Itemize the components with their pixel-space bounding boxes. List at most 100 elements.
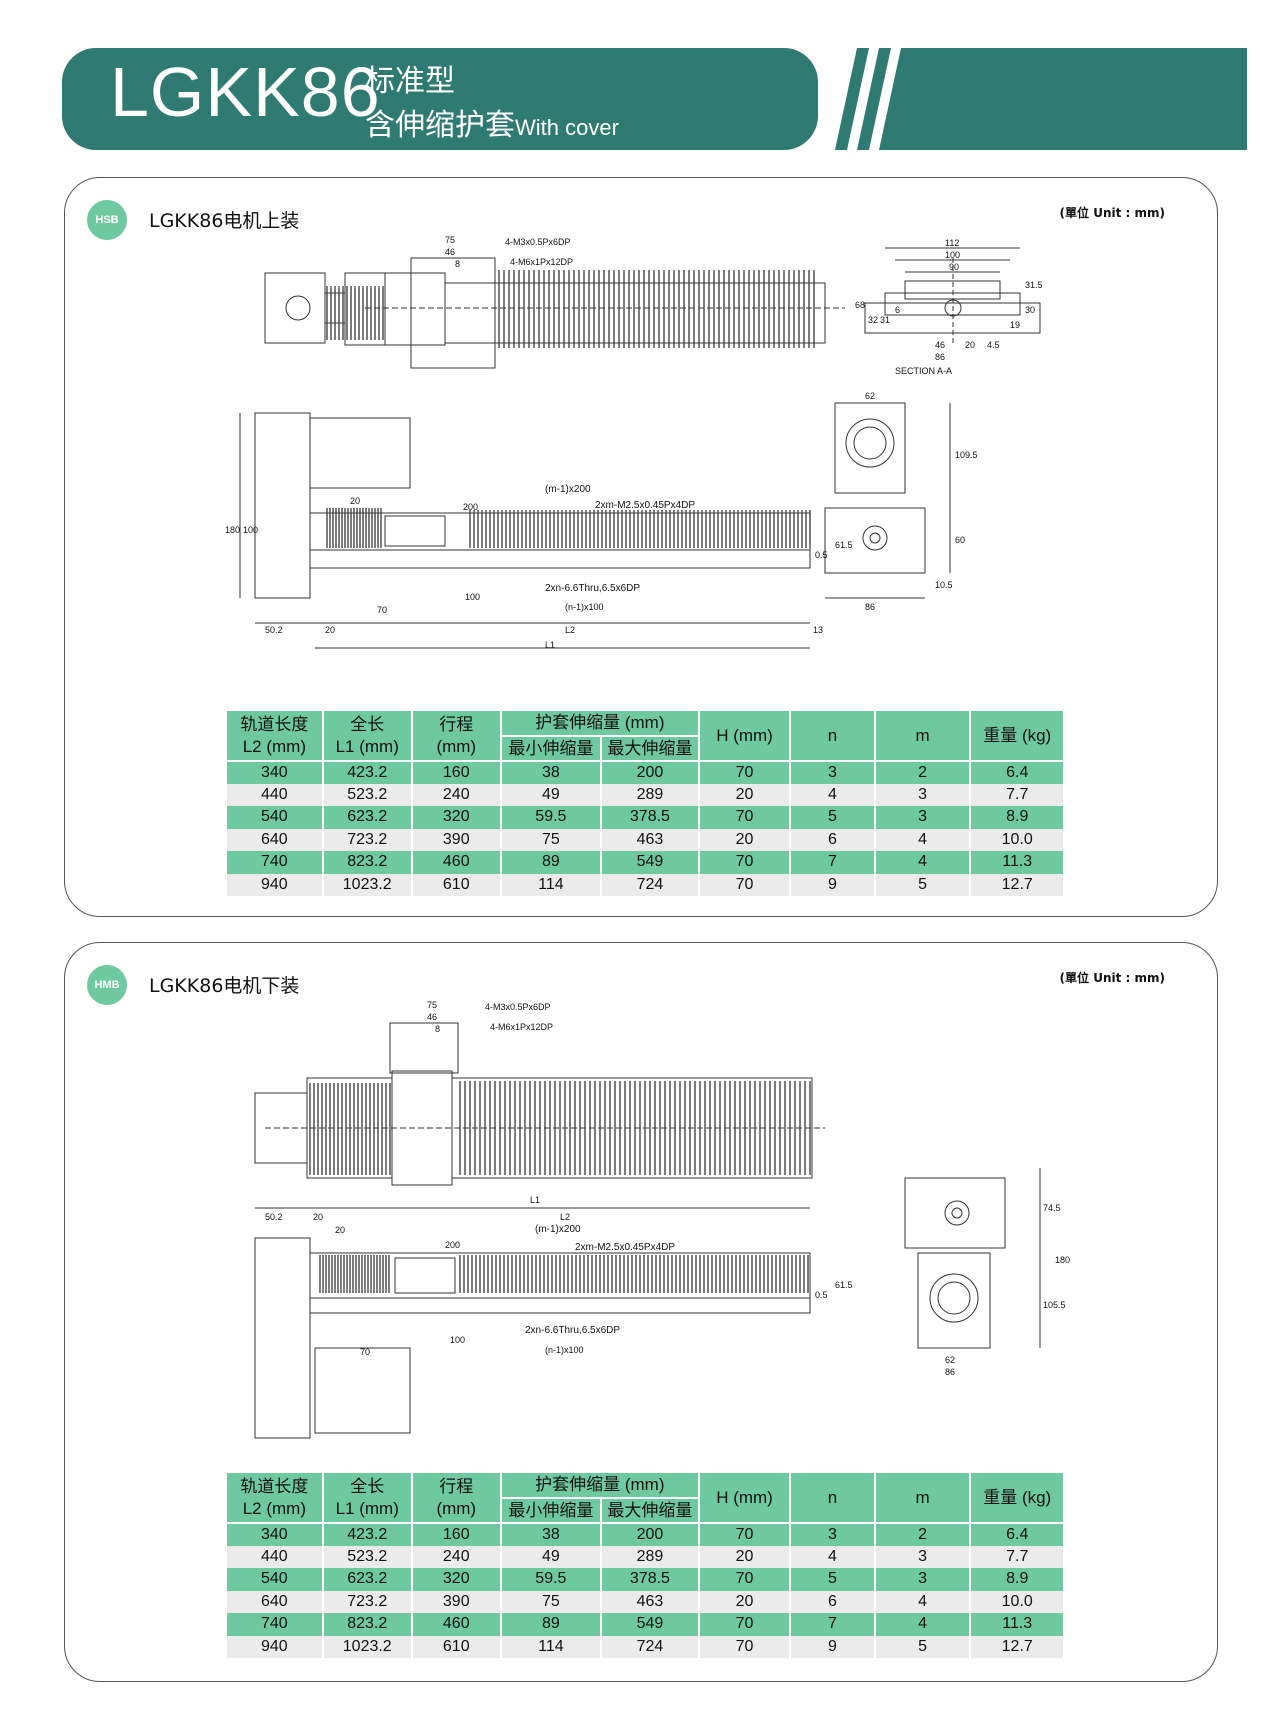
section-motor-top: HSB LGKK86电机上装 (單位 Unit : mm) [64,177,1218,917]
table-cell: 10.0 [970,828,1065,851]
col-cover-min: 最小伸缩量 [500,1498,602,1524]
table-cell: 1023.2 [322,1635,413,1658]
table-cell: 4 [874,1613,972,1636]
col-cover-max: 最大伸缩量 [600,736,700,762]
dim-side-50-2: 50.2 [265,625,283,635]
dim-side-100b: 100 [465,592,480,602]
subtitle-cover-en: With cover [515,115,619,140]
dim-end-180: 180 [1055,1255,1070,1265]
table-cell: 740 [227,851,324,874]
table-cell: 59.5 [500,1568,602,1591]
thru-spec-n: 2xn-6.6Thru,6.5x6DP [545,583,640,594]
dim-side-61-5: 61.5 [835,1280,853,1290]
dim-end-60: 60 [955,535,965,545]
table-cell: 3 [790,1523,876,1546]
dim-sec-86: 86 [935,352,945,362]
table-cell: 640 [227,828,324,851]
table-cell: 12.7 [970,1635,1065,1658]
table-cell: 89 [500,851,602,874]
end-view [824,402,951,599]
table-cell: 6.4 [970,761,1065,784]
table-cell: 7.7 [970,783,1065,806]
table-cell: 6 [790,1590,876,1613]
table-cell: 70 [698,873,792,896]
dim-side-200: 200 [463,502,478,512]
table-cell: 940 [227,873,324,896]
table-cell: 70 [698,1613,792,1636]
table-cell: 4 [874,1590,972,1613]
table-cell: 11.3 [970,851,1065,874]
table-cell: 4 [874,828,972,851]
table-cell: 723.2 [322,828,413,851]
table-cell: 200 [600,1523,700,1546]
table-cell: 5 [790,1568,876,1591]
table-cell: 160 [411,1523,502,1546]
col-m: m [874,711,972,762]
tap-spec-m: 2xm-M2.5x0.45Px4DP [595,500,695,511]
table-cell: 390 [411,828,502,851]
table-cell: 70 [698,851,792,874]
section-view [864,247,1041,343]
col-m: m [874,1473,972,1524]
table-cell: 540 [227,806,324,829]
dim-end-10-5: 10.5 [935,580,953,590]
dim-side-20b: 20 [325,625,335,635]
table-cell: 823.2 [322,851,413,874]
table-cell: 6.4 [970,1523,1065,1546]
technical-drawing-top: 75 46 8 4-M3x0.5Px6DP 4-M6x1Px12DP 112 1… [225,235,1043,650]
table-cell: 289 [600,783,700,806]
col-weight: 重量 (kg) [970,1473,1065,1524]
bellows-side [326,508,811,548]
dim-sec-46: 46 [935,340,945,350]
dim-side-L1: L1 [530,1195,540,1205]
table-cell: 740 [227,1613,324,1636]
dim-end-109-5: 109.5 [955,450,978,460]
table-cell: 240 [411,783,502,806]
col-cover: 护套伸缩量 (mm) [500,711,700,737]
table-cell: 1023.2 [322,873,413,896]
bellows-top [326,270,815,348]
table-cell: 623.2 [322,1568,413,1591]
table-cell: 320 [411,806,502,829]
table-cell: 8.9 [970,806,1065,829]
table-cell: 49 [500,783,602,806]
table-cell: 49 [500,1545,602,1568]
table-cell: 3 [790,761,876,784]
table-cell: 9 [790,1635,876,1658]
table-cell: 9 [790,873,876,896]
table-cell: 70 [698,1523,792,1546]
dim-side-L1: L1 [545,640,555,650]
table-cell: 240 [411,1545,502,1568]
table-cell: 2 [874,1523,972,1546]
table-cell: 823.2 [322,1613,413,1636]
table-cell: 59.5 [500,806,602,829]
table-cell: 114 [500,873,602,896]
dim-top-75: 75 [445,235,455,245]
table-cell: 423.2 [322,1523,413,1546]
col-cover-min: 最小伸缩量 [500,736,602,762]
table-cell: 38 [500,1523,602,1546]
col-stroke: 行程 (mm) [411,1473,502,1524]
table-cell: 4 [874,851,972,874]
top-view [264,257,845,369]
table-cell: 20 [698,1545,792,1568]
subtitle-cover-cn: 含伸缩护套 [365,108,515,143]
model-title: LGKK86 [110,53,381,131]
dim-sec-30: 30 [1025,305,1035,315]
col-l2: 轨道长度 L2 (mm) [227,711,324,762]
table-cell: 75 [500,828,602,851]
section-title: LGKK86电机上装 [149,210,300,232]
dim-side-70: 70 [377,605,387,615]
table-cell: 610 [411,1635,502,1658]
table-cell: 4 [790,783,876,806]
dim-side-100: 100 [450,1335,465,1345]
table-cell: 10.0 [970,1590,1065,1613]
table-cell: 724 [600,1635,700,1658]
hole-spec-b: 4-M6x1Px12DP [490,1022,553,1032]
